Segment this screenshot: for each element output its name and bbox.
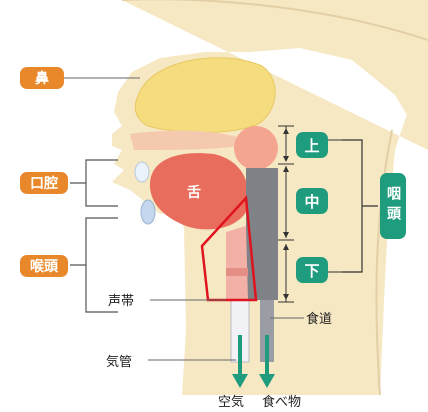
vocal-cord-ring (226, 268, 248, 276)
adenoid (234, 126, 278, 170)
pharynx-column (246, 168, 278, 300)
esophagus-label: 食道 (306, 308, 332, 327)
oral-cavity-bracket (70, 160, 118, 206)
oral-cavity-label: 口腔 (20, 172, 68, 194)
pharynx-label: 咽頭 (380, 173, 406, 239)
lower-tooth (141, 200, 155, 224)
larynx-label: 喉頭 (20, 255, 68, 277)
trachea-label: 気管 (106, 351, 132, 370)
tongue-label: 舌 (187, 182, 201, 202)
larynx-pink (226, 226, 248, 300)
upper-pharynx-label: 上 (296, 132, 328, 158)
food-label: 食べ物 (262, 391, 301, 410)
upper-tooth (135, 162, 149, 182)
lower-pharynx-label: 下 (296, 257, 328, 283)
air-label: 空気 (218, 391, 244, 410)
middle-pharynx-label: 中 (296, 188, 328, 214)
vocal-cords-label: 声帯 (108, 290, 134, 309)
nose-label: 鼻 (20, 67, 64, 89)
